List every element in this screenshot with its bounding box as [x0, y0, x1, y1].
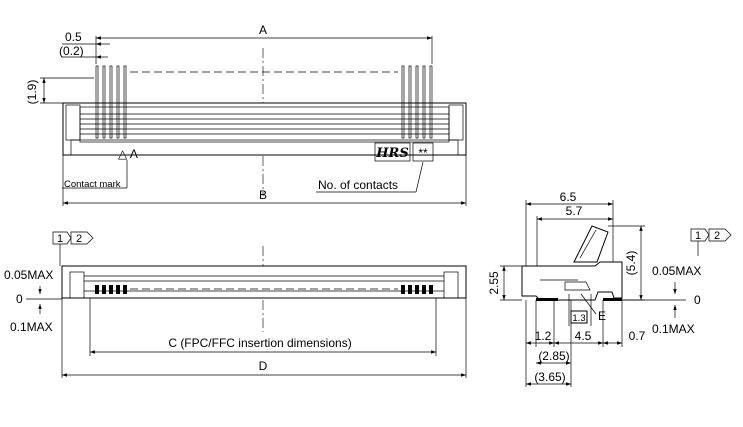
svg-text:1: 1	[695, 230, 701, 242]
front-datum-ref-1	[52, 231, 72, 245]
side-dim-e: E	[598, 309, 606, 323]
top-body-lower-step	[70, 139, 459, 156]
dimension-b-label: B	[259, 188, 267, 202]
top-contacts-left	[95, 65, 127, 139]
svg-text:1: 1	[57, 233, 63, 245]
side-view: 6.5 5.7 (5.4) 2.55 1.2 4.5 0.7 (2.85) (3…	[487, 190, 732, 387]
right-latch	[448, 104, 464, 141]
side-housing	[521, 261, 623, 301]
svg-text:2: 2	[714, 230, 720, 242]
side-datum-ref-2	[708, 228, 732, 242]
marking-text: **	[418, 146, 428, 160]
side-dim-1-2: 1.2	[535, 329, 552, 343]
side-dim-0-7: 0.7	[629, 329, 646, 343]
side-dim-5-4: (5.4)	[624, 251, 638, 276]
front-body-outline	[61, 265, 467, 299]
side-actuator	[573, 225, 609, 263]
side-dim-6-5: 6.5	[560, 190, 577, 204]
dimension-d-label: D	[259, 359, 268, 373]
side-datum-zero: 0	[694, 293, 701, 307]
side-dim-4-5: 4.5	[575, 329, 592, 343]
front-contacts-right	[401, 285, 433, 294]
marking-box	[412, 142, 434, 162]
height-ref-label: (1.9)	[25, 80, 39, 105]
side-dim-3-65: (3.65)	[534, 370, 565, 384]
side-datum-ref-1	[690, 228, 710, 242]
side-upper-tolerance: 0.05MAX	[652, 264, 701, 278]
pitch-ref-label: (0.2)	[59, 44, 84, 58]
front-lower-tolerance: 0.1MAX	[10, 320, 53, 334]
dimension-c-label: C (FPC/FFC insertion dimensions)	[168, 336, 351, 350]
left-latch	[65, 104, 81, 141]
front-contacts-left	[95, 285, 127, 294]
dimension-a-label: A	[259, 23, 267, 37]
side-dim-2-85: (2.85)	[538, 349, 569, 363]
side-dim-5-7: 5.7	[566, 204, 583, 218]
hrs-logo: HRS	[375, 146, 408, 161]
front-datum-ref-2	[70, 231, 94, 245]
top-view: A 0.5 (0.2) (1.9) △ A Contact mark HRS *…	[25, 23, 467, 206]
front-view: 1 2 0.05MAX 0 0.1MAX C (FPC/FFC insertio…	[4, 231, 467, 378]
side-dim-2-55: 2.55	[487, 271, 501, 295]
top-contacts-right	[401, 65, 433, 139]
front-datum-zero: 0	[16, 292, 23, 306]
contact-mark-symbol: △ A	[118, 147, 138, 161]
contact-mark-label: Contact mark	[64, 179, 121, 190]
svg-text:2: 2	[76, 233, 82, 245]
front-upper-tolerance: 0.05MAX	[4, 268, 53, 282]
side-dim-1-3: 1.3	[572, 313, 585, 324]
no-of-contacts-label: No. of contacts	[318, 178, 398, 192]
hrs-logo-box	[374, 142, 411, 162]
side-lower-tolerance: 0.1MAX	[652, 322, 695, 336]
pitch-label: 0.5	[65, 30, 82, 44]
